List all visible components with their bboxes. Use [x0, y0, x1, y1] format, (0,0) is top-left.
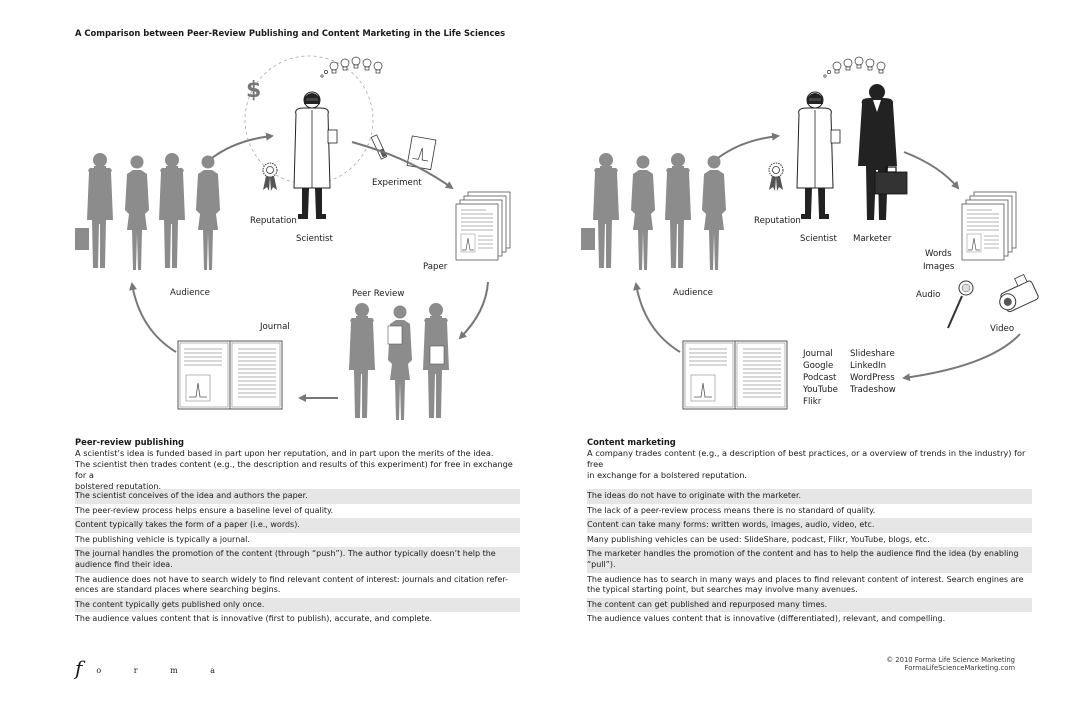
- comparison-rows: The scientist conceives of the idea and …: [75, 489, 520, 627]
- list-item: Many publishing vehicles can be used: Sl…: [587, 534, 930, 544]
- list-item: The content can get published and repurp…: [587, 597, 1032, 613]
- description-line: in exchange for a bolstered reputation.: [587, 470, 748, 480]
- paper-stack-icon: [455, 191, 511, 261]
- journal-book-icon: [177, 340, 283, 410]
- label-audience: Audience: [170, 288, 210, 298]
- list-item: Content typically takes the form of a pa…: [75, 518, 520, 533]
- channel-item: Slideshare: [850, 349, 895, 359]
- paper-stack-icon: [961, 191, 1017, 261]
- reputation-ribbon-icon: [262, 162, 278, 192]
- marketer-figure: [858, 84, 908, 220]
- idea-cycle-ring: [244, 55, 374, 185]
- logo-f: f: [75, 656, 83, 680]
- label-scientist: Scientist: [296, 234, 333, 244]
- section-heading: Content marketing: [587, 437, 676, 447]
- microphone-icon: [947, 280, 974, 329]
- logo-rest: o r m a: [96, 666, 231, 675]
- idea-bulbs-icon: [320, 56, 383, 78]
- list-item: The audience does not have to search wid…: [75, 574, 508, 595]
- channel-item: Tradeshow: [850, 385, 896, 395]
- video-camera-icon: [999, 273, 1039, 313]
- channel-list-2: Slideshare LinkedIn WordPress Tradeshow: [850, 348, 896, 396]
- description-line: The scientist then trades content (e.g.,…: [75, 459, 513, 480]
- peer-review-group: [349, 303, 449, 420]
- label-audience: Audience: [673, 288, 713, 298]
- label-images: Images: [923, 262, 955, 272]
- section-description: A company trades content (e.g., a descri…: [587, 448, 1032, 481]
- label-audio: Audio: [916, 290, 941, 300]
- label-reputation: Reputation: [250, 216, 297, 226]
- reputation-ribbon-icon: [768, 162, 784, 192]
- website-link[interactable]: FormaLifeScienceMarketing.com: [904, 664, 1015, 673]
- label-journal: Journal: [260, 322, 290, 332]
- list-item: The peer-review process helps ensure a b…: [75, 505, 334, 515]
- channel-item: Podcast: [803, 373, 837, 383]
- channel-item: Journal: [803, 349, 833, 359]
- channel-list-1: Journal Google Podcast YouTube Flikr: [803, 348, 838, 408]
- description-line: A scientist’s idea is funded based in pa…: [75, 448, 494, 458]
- scientist-figure: [796, 91, 841, 220]
- test-tube-icon: [370, 134, 388, 160]
- channel-item: LinkedIn: [850, 361, 887, 371]
- list-item: The publishing vehicle is typically a jo…: [75, 534, 250, 544]
- section-heading: Peer-review publishing: [75, 437, 185, 447]
- audience-group: [581, 153, 726, 270]
- label-peer-review: Peer Review: [352, 289, 405, 299]
- dollar-icon: $: [246, 78, 262, 103]
- audience-group: [75, 153, 220, 270]
- comparison-rows: The ideas do not have to originate with …: [587, 489, 1032, 627]
- list-item: The audience values content that is inno…: [75, 614, 433, 624]
- label-paper: Paper: [423, 262, 448, 272]
- left-diagram: [75, 55, 511, 420]
- label-reputation: Reputation: [754, 216, 801, 226]
- copyright-block: © 2010 Forma Life Science Marketing Form…: [886, 656, 1015, 673]
- list-item: The lack of a peer-review process means …: [587, 505, 876, 515]
- label-words: Words: [925, 249, 952, 259]
- section-description: A scientist’s idea is funded based in pa…: [75, 448, 520, 492]
- description-line: A company trades content (e.g., a descri…: [587, 448, 1026, 469]
- channel-item: WordPress: [850, 373, 895, 383]
- graph-sheet-icon: [406, 135, 437, 171]
- label-experiment: Experiment: [372, 178, 422, 188]
- channel-item: YouTube: [803, 385, 838, 395]
- list-item: The scientist conceives of the idea and …: [75, 489, 520, 504]
- scientist-figure: [293, 91, 338, 220]
- channel-item: Flikr: [803, 397, 822, 407]
- label-marketer: Marketer: [853, 234, 892, 244]
- list-item: The audience values content that is inno…: [587, 614, 946, 624]
- copyright-text: © 2010 Forma Life Science Marketing: [886, 656, 1015, 664]
- idea-bulbs-icon: [823, 56, 886, 78]
- list-item: Content can take many forms: written wor…: [587, 518, 1032, 533]
- list-item: The ideas do not have to originate with …: [587, 489, 1032, 504]
- channel-item: Google: [803, 361, 834, 371]
- journal-book-icon: [682, 340, 788, 410]
- list-item: The marketer handles the promotion of th…: [587, 547, 1032, 573]
- right-diagram: [581, 56, 1039, 410]
- list-item: The journal handles the promotion of the…: [75, 547, 520, 573]
- list-item: The content typically gets published onl…: [75, 597, 520, 613]
- description-line: bolstered reputation.: [75, 481, 162, 491]
- label-video: Video: [990, 324, 1015, 334]
- list-item: The audience has to search in many ways …: [587, 574, 1024, 595]
- page-title: A Comparison between Peer-Review Publish…: [75, 28, 506, 38]
- label-scientist: Scientist: [800, 234, 837, 244]
